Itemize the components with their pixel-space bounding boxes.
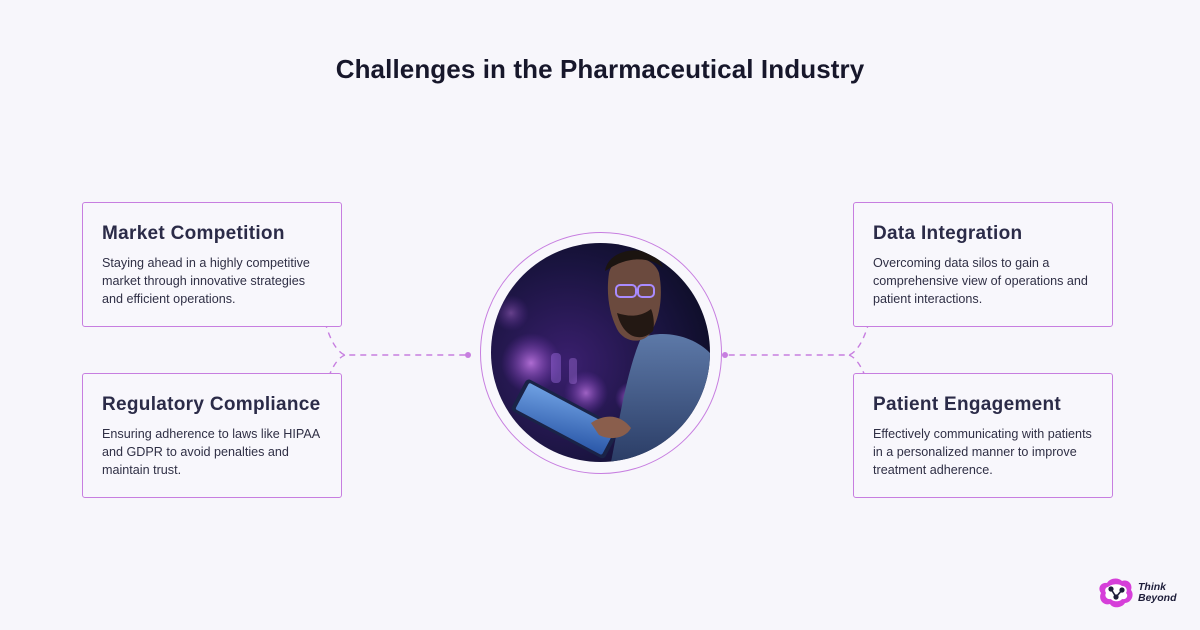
card-patient-engagement: Patient Engagement Effectively communica… <box>853 373 1113 498</box>
connector-left <box>324 321 468 389</box>
think-beyond-logo: Think Beyond <box>1098 577 1177 609</box>
logo-mark-icon <box>1099 578 1133 608</box>
logo-line-1: Think <box>1138 581 1166 593</box>
card-heading: Regulatory Compliance <box>102 394 321 415</box>
card-regulatory-compliance: Regulatory Compliance Ensuring adherence… <box>82 373 342 498</box>
card-heading: Market Competition <box>102 223 285 244</box>
connector-dot <box>722 352 728 358</box>
card-body: Effectively communicating with patients … <box>873 427 1092 477</box>
card-heading: Patient Engagement <box>873 394 1062 415</box>
card-body: Ensuring adherence to laws like HIPAA an… <box>102 427 320 477</box>
card-body: Staying ahead in a highly competitive ma… <box>102 256 310 306</box>
card-body: Overcoming data silos to gain a comprehe… <box>873 256 1088 306</box>
scientist-with-tablet-photo <box>491 243 710 462</box>
logo-line-2: Beyond <box>1138 592 1177 604</box>
connector-right <box>725 321 870 389</box>
connector-dot <box>465 352 471 358</box>
card-heading: Data Integration <box>873 223 1023 244</box>
card-market-competition: Market Competition Staying ahead in a hi… <box>82 202 342 327</box>
center-image-frame <box>480 232 722 474</box>
page-title: Challenges in the Pharmaceutical Industr… <box>335 54 865 84</box>
card-data-integration: Data Integration Overcoming data silos t… <box>853 202 1113 327</box>
